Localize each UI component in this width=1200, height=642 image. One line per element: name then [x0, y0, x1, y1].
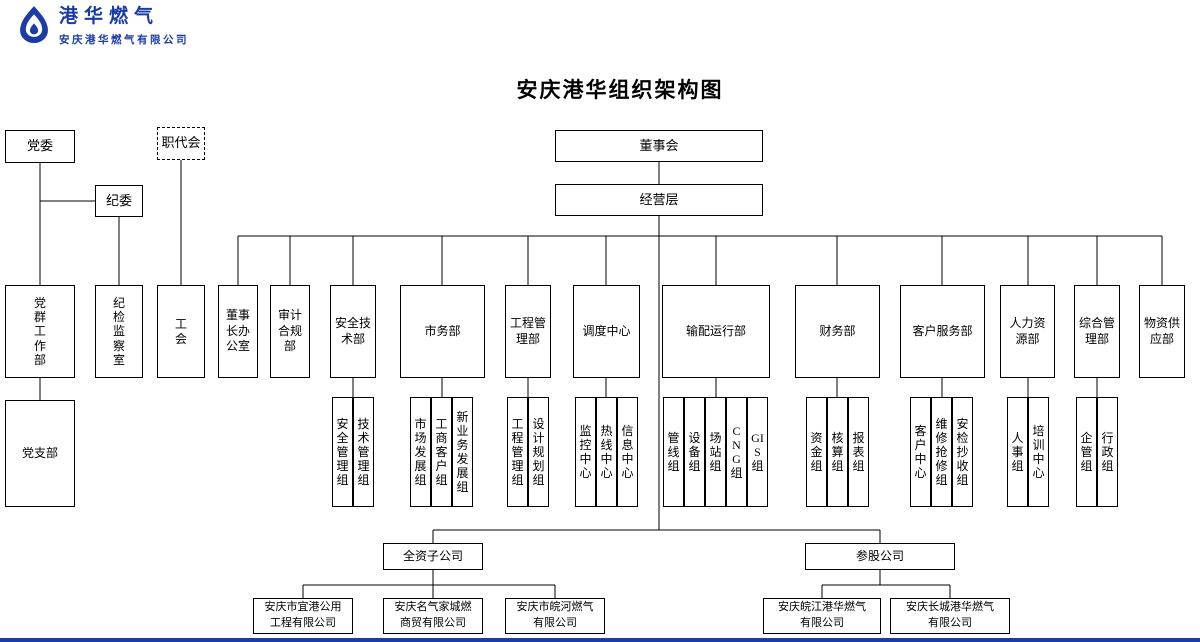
node-hr-dept: 人力资源部 [1000, 285, 1055, 378]
node-cng-group: CNG组 [726, 397, 747, 507]
node-station-group: 场站组 [705, 397, 726, 507]
node-tech-mgmt-group: 技术管理组 [353, 397, 374, 507]
node-labor-union: 工会 [157, 285, 205, 378]
node-pipeline-group: 管线组 [663, 397, 684, 507]
node-workers-congress: 职代会 [157, 127, 205, 160]
node-reports-group: 报表组 [848, 397, 869, 507]
node-market-dev-group: 市场发展组 [410, 397, 431, 507]
node-engineering-mgmt-group: 工程管理组 [507, 397, 528, 507]
node-wholly-owned-subsidiaries: 全资子公司 [383, 543, 483, 570]
brand-company-name: 安庆港华燃气有限公司 [59, 33, 189, 46]
node-board-of-directors: 董事会 [555, 130, 763, 162]
node-changcheng-towngas-co: 安庆长城港华燃气有限公司 [890, 598, 1010, 634]
node-safety-inspection-group: 安检抄收组 [952, 397, 973, 507]
node-audit-compliance-dept: 审计合规部 [270, 285, 310, 378]
node-safety-tech-dept: 安全技术部 [330, 285, 376, 378]
node-mingqijia-trading-co: 安庆名气家城燃商贸有限公司 [383, 598, 483, 634]
node-repair-group: 维修抢修组 [931, 397, 952, 507]
page-title: 安庆港华组织架构图 [516, 78, 724, 102]
node-equipment-group: 设备组 [684, 397, 705, 507]
node-design-planning-group: 设计规划组 [528, 397, 549, 507]
node-info-center: 信息中心 [617, 397, 638, 507]
node-discipline-committee: 纪委 [95, 185, 143, 217]
node-engineering-mgmt-dept: 工程管理部 [505, 285, 551, 378]
node-materials-supply-dept: 物资供应部 [1139, 285, 1185, 378]
node-yigang-engineering-co: 安庆市宜港公用工程有限公司 [253, 598, 353, 634]
node-dispatch-center: 调度中心 [573, 285, 640, 378]
node-commercial-customer-group: 工商客户组 [431, 397, 452, 507]
node-safety-mgmt-group: 安全管理组 [332, 397, 353, 507]
node-customer-center: 客户中心 [910, 397, 931, 507]
node-funds-group: 资金组 [806, 397, 827, 507]
node-accounting-group: 核算组 [827, 397, 848, 507]
node-wanhe-gas-co: 安庆市皖河燃气有限公司 [505, 598, 605, 634]
node-training-center: 培训中心 [1028, 397, 1049, 507]
node-finance-dept: 财务部 [795, 285, 880, 378]
node-discipline-inspection-office: 纪检监察室 [95, 285, 143, 378]
node-customer-service-dept: 客户服务部 [900, 285, 985, 378]
node-enterprise-mgmt-group: 企管组 [1076, 397, 1097, 507]
node-party-committee: 党委 [5, 130, 75, 163]
node-general-mgmt-dept: 综合管理部 [1074, 285, 1120, 378]
node-management-level: 经营层 [555, 184, 763, 216]
node-marketing-dept: 市务部 [400, 285, 485, 378]
node-hotline-center: 热线中心 [596, 397, 617, 507]
node-chairman-office: 董事长办公室 [218, 285, 258, 378]
node-transmission-ops-dept: 输配运行部 [662, 285, 770, 378]
node-shareholding-companies: 参股公司 [805, 543, 955, 570]
node-party-mass-dept: 党群工作部 [5, 285, 75, 378]
node-monitoring-center: 监控中心 [575, 397, 596, 507]
towngas-flame-icon [16, 5, 52, 50]
node-gis-group: GIS组 [747, 397, 768, 507]
node-administration-group: 行政组 [1097, 397, 1118, 507]
node-new-business-group: 新业务发展组 [452, 397, 473, 507]
footer-accent-bar [0, 638, 1200, 642]
node-wanjiang-towngas-co: 安庆皖江港华燃气有限公司 [763, 598, 881, 634]
brand-name: 港华燃气 [59, 6, 160, 27]
node-personnel-group: 人事组 [1007, 397, 1028, 507]
company-logo: 港华燃气 安庆港华燃气有限公司 [16, 5, 189, 50]
node-party-branch: 党支部 [5, 400, 75, 507]
